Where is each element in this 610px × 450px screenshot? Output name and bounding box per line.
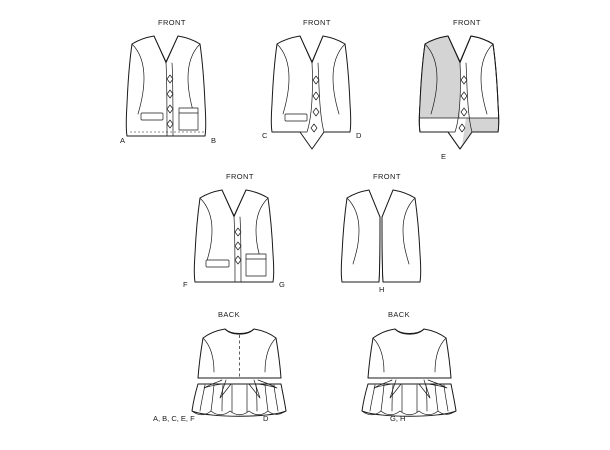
view-back-gh: BACK G, H [348,310,473,430]
view-back-abcef-caption: BACK [218,310,241,319]
view-h: FRONT H [325,172,445,297]
view-back-abcef-label: A, B, C, E, F [153,414,195,423]
view-h-caption: FRONT [373,172,401,181]
view-h-drawing [340,189,422,283]
view-back-d-label: D [263,414,269,423]
view-a-b-drawing [125,35,207,137]
view-h-label: H [379,285,385,294]
view-a-b: FRONT A B [110,18,230,148]
view-back-abcef-drawing [191,328,287,417]
view-f-g: FRONT F G [178,172,298,297]
view-back-gh-drawing [361,328,457,417]
view-e-label: E [441,152,447,161]
view-back-gh-caption: BACK [388,310,411,319]
view-f-g-drawing [193,189,275,283]
view-c-label: C [262,131,268,140]
view-f-label: F [183,280,188,289]
view-back-abcef: BACK [153,310,303,430]
view-d-label: D [356,131,362,140]
view-g-label: G [279,280,285,289]
view-c-d-drawing [270,35,352,150]
view-e: FRONT E [400,18,530,163]
view-f-g-caption: FRONT [226,172,254,181]
view-c-d: FRONT C D [255,18,375,158]
view-e-drawing [418,35,500,150]
view-e-caption: FRONT [453,18,481,27]
view-b-label: B [211,136,217,145]
view-c-d-caption: FRONT [303,18,331,27]
view-a-b-caption: FRONT [158,18,186,27]
view-a-label: A [120,136,126,145]
view-back-gh-label: G, H [390,414,406,423]
